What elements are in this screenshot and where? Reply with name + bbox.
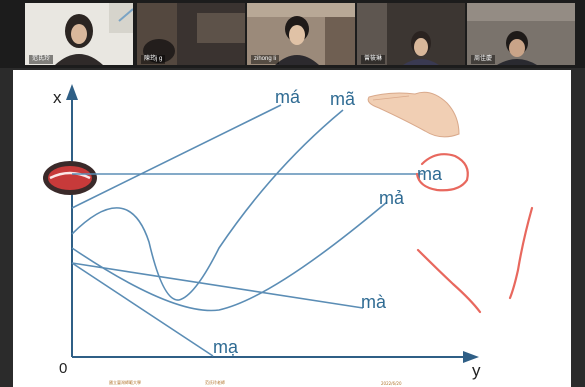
tone-label: mạ [213, 337, 239, 357]
curve-rising-tone [71, 104, 282, 209]
tone-label: mả [379, 188, 405, 208]
participant-camera-feed [247, 3, 355, 65]
participant-video[interactable]: zihong li [247, 3, 355, 65]
annotation-stroke [508, 206, 534, 300]
annotation-stroke [416, 248, 482, 314]
participant-strip: 范氏玲 陳筠j g zihong li 曾筱琳 [0, 0, 585, 68]
curve-heavy-tone [71, 262, 214, 357]
participant-camera-feed [25, 3, 133, 65]
curve-falling-tone [71, 262, 364, 309]
footer-text: 范氏玲老師 [205, 380, 225, 385]
participant-video[interactable]: 曾筱琳 [357, 3, 465, 65]
tone-label: ma [417, 164, 443, 184]
curve-hook-tone [71, 201, 388, 312]
tone-label: mã [330, 89, 356, 109]
participant-camera-feed [137, 3, 245, 65]
participant-camera-feed [357, 3, 465, 65]
participant-video[interactable]: 范氏玲 [25, 3, 133, 65]
participant-name: zihong li [251, 55, 280, 64]
axis-arrow-icon [66, 84, 78, 100]
tone-diagram: x y 0 ma má mã mả mà mạ [43, 84, 534, 380]
lips-icon [43, 161, 97, 195]
axis-arrow-icon [463, 351, 479, 363]
annotation-circle [415, 153, 469, 192]
participant-name: 范氏玲 [29, 55, 54, 64]
participant-video[interactable]: 周佳慶 [467, 3, 575, 65]
tone-label: má [275, 87, 301, 107]
participant-name: 曾筱琳 [361, 55, 386, 64]
curve-broken-tone [71, 109, 344, 301]
participant-name: 陳筠j g [141, 55, 166, 64]
participant-name: 周佳慶 [471, 55, 496, 64]
footer-text: 國立臺灣師範大學 [109, 380, 141, 385]
shared-slide: x y 0 ma má mã mả mà mạ [13, 70, 571, 387]
tone-label: mà [361, 292, 387, 312]
footer-text: 2022/6/20 [381, 381, 402, 386]
origin-label: 0 [59, 360, 67, 377]
axis-x-label: x [53, 88, 62, 107]
participant-video[interactable]: 陳筠j g [137, 3, 245, 65]
hand-icon [367, 91, 460, 138]
axis-y-label: y [472, 361, 481, 380]
participant-camera-feed [467, 3, 575, 65]
